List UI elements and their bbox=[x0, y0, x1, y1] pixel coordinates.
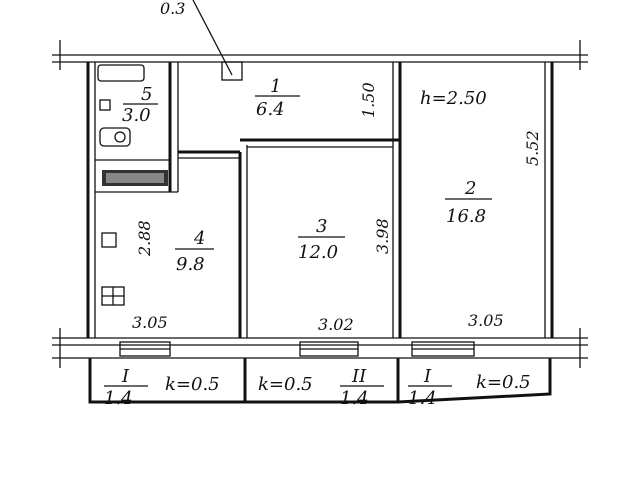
room4-depth-dim: 2.88 bbox=[135, 220, 154, 257]
balcony2-k: k=0.5 bbox=[258, 374, 313, 395]
room2-number: 2 bbox=[464, 178, 476, 199]
room4-number: 4 bbox=[193, 228, 205, 249]
room2-area: 16.8 bbox=[446, 206, 486, 227]
balcony3-roman: I bbox=[423, 366, 432, 387]
room5-area: 3.0 bbox=[122, 105, 151, 126]
sink bbox=[99, 99, 111, 111]
balconies bbox=[88, 358, 552, 404]
room3-area: 12.0 bbox=[298, 242, 338, 263]
balcony2-roman: II bbox=[351, 366, 367, 387]
balcony3-area: 1.4 bbox=[408, 388, 437, 409]
room1-area: 6.4 bbox=[256, 99, 285, 120]
ceiling-height: h=2.50 bbox=[420, 88, 487, 109]
kitchen-sink bbox=[101, 232, 117, 248]
room1-height-dim: 1.50 bbox=[359, 82, 378, 118]
room4-area: 9.8 bbox=[176, 254, 205, 275]
stove bbox=[101, 286, 125, 306]
balcony2-area: 1.4 bbox=[340, 388, 369, 409]
bathtub bbox=[97, 64, 145, 82]
interior-walls bbox=[95, 62, 402, 338]
room3-number: 3 bbox=[316, 216, 327, 237]
room5-number: 5 bbox=[141, 84, 152, 105]
outer-walls bbox=[52, 40, 588, 368]
balcony1-roman: I bbox=[121, 366, 130, 387]
top-note: 0.3 bbox=[160, 0, 185, 18]
room2-depth-dim: 5.52 bbox=[523, 130, 542, 166]
balcony1-k: k=0.5 bbox=[165, 374, 220, 395]
room1-number: 1 bbox=[270, 76, 281, 97]
windows bbox=[119, 341, 475, 357]
room2-width-dim: 3.05 bbox=[468, 311, 504, 330]
room3-depth-dim: 3.98 bbox=[373, 218, 392, 254]
toilet bbox=[99, 127, 131, 147]
balcony3-k: k=0.5 bbox=[476, 372, 531, 393]
balcony1-area: 1.4 bbox=[104, 388, 133, 409]
radiator bbox=[102, 170, 168, 186]
room3-width-dim: 3.02 bbox=[318, 315, 354, 334]
entry-door bbox=[192, 0, 243, 81]
room4-width-dim: 3.05 bbox=[132, 313, 168, 332]
